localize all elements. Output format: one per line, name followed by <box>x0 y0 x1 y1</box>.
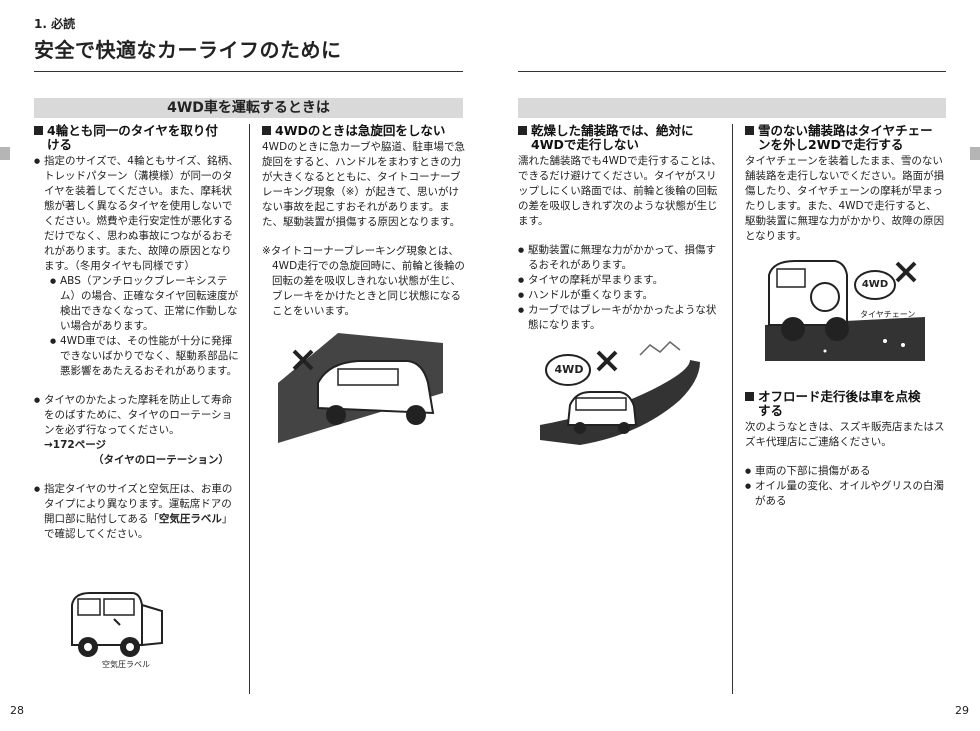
list-item-text: 」で確認してください。 <box>44 513 233 540</box>
list-item-text: ABS（アンチロックブレーキシステム）の場合、正確なタイヤ回転速度が検出できなく… <box>60 275 239 332</box>
dry-road-illustration: 4WD <box>540 340 700 445</box>
car-door-icon <box>71 592 163 657</box>
column-1: 4輪とも同一のタイヤを取り付 ける 指定のサイズで、4輪ともサイズ、銘柄、トレッ… <box>34 124 239 542</box>
title-rule-left <box>34 71 463 72</box>
column-3: 乾燥した舗装路では、絶対に 4WDで走行しない 濡れた舗装路でも4WDで走行する… <box>518 124 723 333</box>
body-text: 濡れた舗装路でも4WDで走行することは、できるだけ避けてください。タイヤがスリッ… <box>518 155 722 227</box>
list-item-text: 4WD車では、その性能が十分に発揮できないばかりでなく、駆動系部品に悪影響をあた… <box>60 335 239 377</box>
list-item-text: カーブではブレーキがかかったような状態になります。 <box>528 304 717 331</box>
heading-text: する <box>758 403 784 418</box>
list-item: タイヤの摩耗が早まります。 <box>518 273 723 288</box>
heading-text: 乾燥した舗装路では、絶対に <box>531 123 694 138</box>
list-item-text: 指定タイヤのサイズと空気圧は、お車のタイプにより異なります。運転席ドアの開口部に… <box>44 483 233 525</box>
list-item: タイヤのかたよった摩耗を防止して寿命をのばすために、タイヤのローテーションを必ず… <box>34 393 239 468</box>
section-heading: オフロード走行後は車を点検 する <box>745 390 946 418</box>
body-text: タイヤチェーンを装着したまま、雪のない舗装路を走行しないでください。路面が損傷し… <box>745 155 945 242</box>
car-door-illustration: 空気圧ラベル <box>62 585 172 675</box>
body-text: 4WDのときに急カーブや脇道、駐車場で急旋回をすると、ハンドルをまわすときの力が… <box>262 141 466 228</box>
square-bullet-icon <box>745 392 754 401</box>
page-reference-title: （タイヤのローテーション） <box>93 454 229 466</box>
list-item: 駆動装置に無理な力がかかって、損傷するおそれがあります。 <box>518 243 723 273</box>
section-heading: 乾燥した舗装路では、絶対に 4WDで走行しない <box>518 124 723 152</box>
heading-text: 雪のない舗装路はタイヤチェー <box>758 123 933 138</box>
page-title: 安全で快適なカーライフのために <box>34 38 342 62</box>
list-item-text: オイル量の変化、オイルやグリスの白濁がある <box>755 480 944 507</box>
page-reference: →172ページ <box>44 439 107 451</box>
list-item-text: 指定のサイズで、4輪ともサイズ、銘柄、トレッドパターン（溝模様）が同一のタイヤを… <box>44 155 239 272</box>
heading-text: オフロード走行後は車を点検 <box>758 389 921 404</box>
side-tab-left <box>0 147 10 160</box>
tire-chain-icon <box>765 260 925 361</box>
square-bullet-icon <box>745 126 754 135</box>
section-title: 4WD車を運転するときは <box>167 100 330 116</box>
list-item: 指定タイヤのサイズと空気圧は、お車のタイプにより異なります。運転席ドアの開口部に… <box>34 482 239 542</box>
footnote: ※タイトコーナーブレーキング現象とは、4WD走行での急旋回時に、前輪と後輪の回転… <box>262 245 465 317</box>
heading-text: 4WDのときは急旋回をしない <box>275 123 446 138</box>
sub-list-item: ABS（アンチロックブレーキシステム）の場合、正確なタイヤ回転速度が検出できなく… <box>50 274 239 334</box>
list-item-text: 車両の下部に損傷がある <box>755 465 871 477</box>
emphasis-text: 空気圧ラベル <box>158 513 222 525</box>
heading-text: 4輪とも同一のタイヤを取り付 <box>47 123 218 138</box>
list-item: カーブではブレーキがかかったような状態になります。 <box>518 303 723 333</box>
heading-text: 4WDで走行しない <box>531 137 639 152</box>
section-heading: 4輪とも同一のタイヤを取り付 ける <box>34 124 239 152</box>
sub-list-item: 4WD車では、その性能が十分に発揮できないばかりでなく、駆動系部品に悪影響をあた… <box>50 334 239 379</box>
list-item: オイル量の変化、オイルやグリスの白濁がある <box>745 479 946 509</box>
list-item-text: 駆動装置に無理な力がかかって、損傷するおそれがあります。 <box>528 244 716 271</box>
column-4-lower: オフロード走行後は車を点検 する 次のようなときは、スズキ販売店またはスズキ代理… <box>745 390 946 509</box>
list-item-text: タイヤの摩耗が早まります。 <box>528 274 664 286</box>
list-item: ハンドルが重くなります。 <box>518 288 723 303</box>
heading-text: ンを外し2WDで走行する <box>758 137 904 152</box>
illustration-caption: タイヤチェーン <box>860 310 916 319</box>
square-bullet-icon <box>34 126 43 135</box>
section-heading: 4WDのときは急旋回をしない <box>262 124 467 138</box>
page-number-left: 28 <box>10 704 24 717</box>
list-item-text: タイヤのかたよった摩耗を防止して寿命をのばすために、タイヤのローテーションを必ず… <box>44 394 233 436</box>
car-turning-icon <box>278 333 443 443</box>
column-divider <box>249 124 250 694</box>
section-heading: 雪のない舗装路はタイヤチェー ンを外し2WDで走行する <box>745 124 946 152</box>
tire-chain-illustration: 4WD タイヤチェーン <box>765 255 925 361</box>
4wd-badge: 4WD <box>861 279 889 290</box>
chapter-label: 1. 必読 <box>34 17 76 31</box>
section-band-left: 4WD車を運転するときは <box>34 98 463 118</box>
square-bullet-icon <box>518 126 527 135</box>
square-bullet-icon <box>262 126 271 135</box>
column-2: 4WDのときは急旋回をしない 4WDのときに急カーブや脇道、駐車場で急旋回をする… <box>262 124 467 319</box>
body-text: 次のようなときは、スズキ販売店またはスズキ代理店にご連絡ください。 <box>745 421 945 448</box>
4wd-badge: 4WD <box>554 363 584 376</box>
side-tab-right <box>970 147 980 160</box>
heading-text: ける <box>47 137 73 152</box>
section-band-right <box>518 98 946 118</box>
title-rule-right <box>518 71 946 72</box>
page-number-right: 29 <box>955 704 969 717</box>
column-divider <box>732 124 733 694</box>
list-item: 指定のサイズで、4輪ともサイズ、銘柄、トレッドパターン（溝模様）が同一のタイヤを… <box>34 154 239 379</box>
list-item-text: ハンドルが重くなります。 <box>528 289 653 301</box>
sharp-turn-illustration <box>278 333 443 443</box>
car-road-icon <box>540 340 700 445</box>
illustration-caption: 空気圧ラベル <box>102 660 150 669</box>
column-4: 雪のない舗装路はタイヤチェー ンを外し2WDで走行する タイヤチェーンを装着した… <box>745 124 946 244</box>
list-item: 車両の下部に損傷がある <box>745 464 946 479</box>
